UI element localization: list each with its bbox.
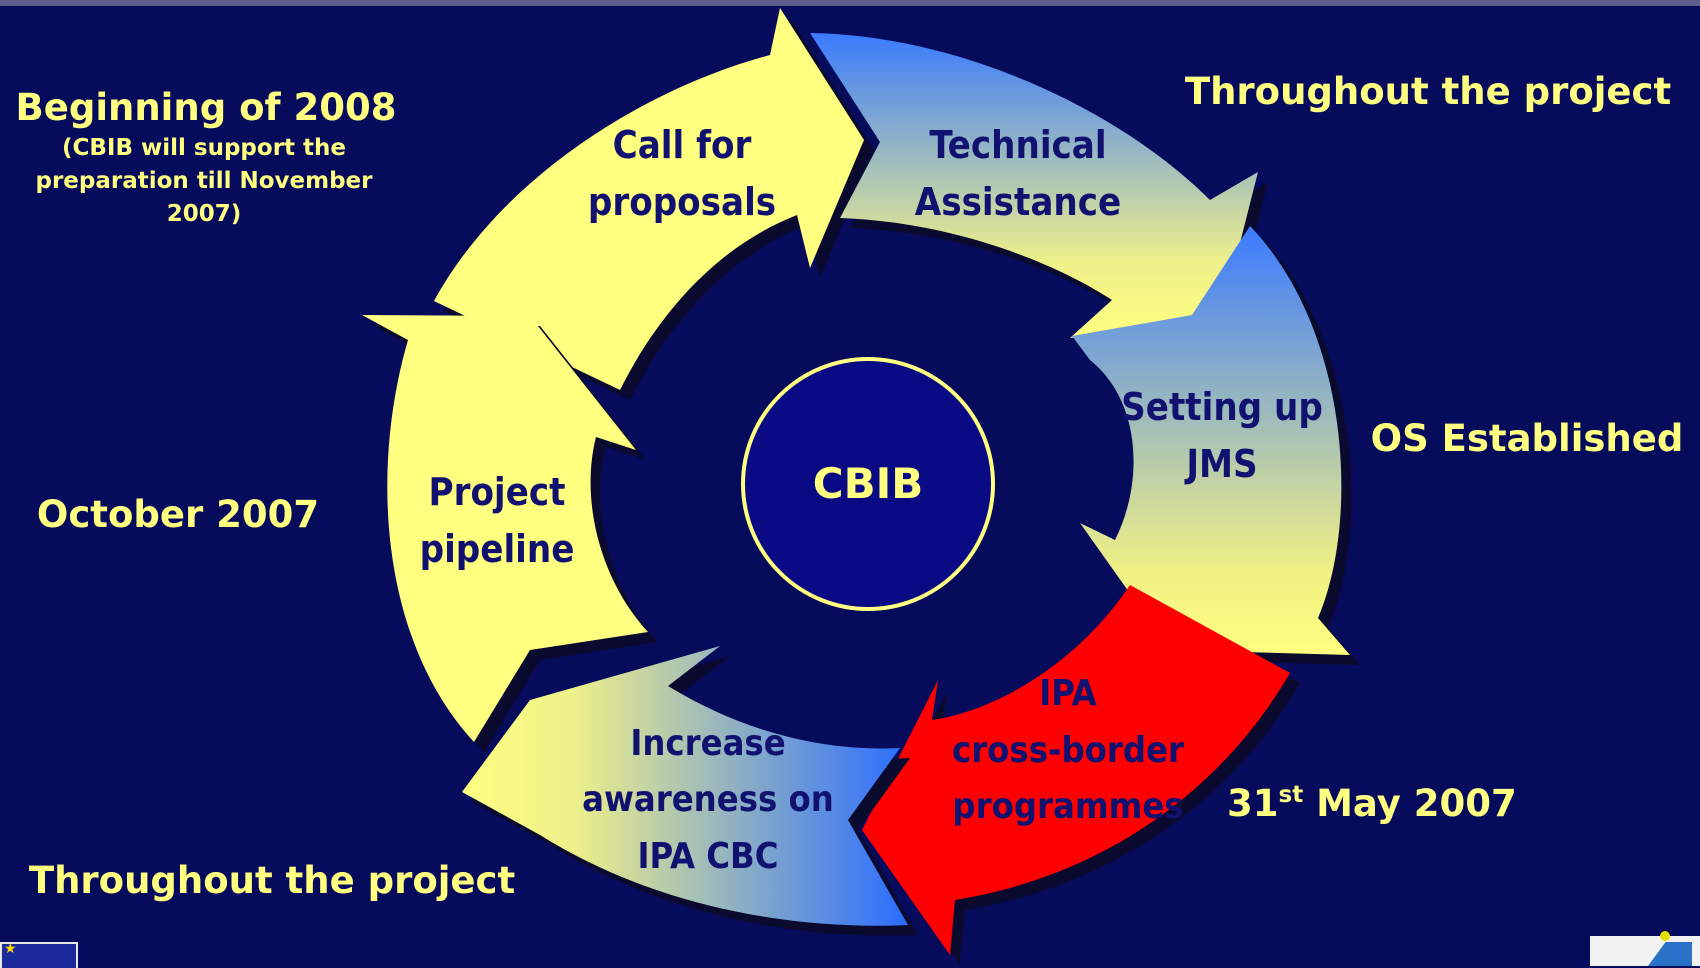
- stage-line: awareness on: [582, 779, 834, 820]
- stage-line: IPA: [1039, 673, 1097, 714]
- stage-line: programmes: [952, 786, 1183, 827]
- arrow-setting-up-jms: [1072, 226, 1360, 665]
- stage-line: cross-border: [952, 730, 1184, 771]
- stage-call-for-proposals: Call for proposals: [588, 123, 776, 224]
- center-circle: [741, 357, 995, 611]
- date-pipeline: October 2007: [37, 493, 319, 536]
- date-ipa: 31st May 2007: [1227, 782, 1517, 825]
- stage-line: Technical: [929, 123, 1106, 167]
- stage-line: proposals: [588, 180, 776, 224]
- date-ipa-day: 31: [1227, 782, 1279, 825]
- arrow-project-pipeline: [362, 315, 658, 752]
- date-call-note-3: 2007): [167, 201, 242, 227]
- stage-line: Increase: [630, 723, 785, 764]
- logo-mark-icon: [1648, 942, 1692, 966]
- stage-line: Setting up: [1121, 385, 1323, 429]
- logo-dot-icon: [1660, 931, 1670, 941]
- date-awareness: Throughout the project: [29, 859, 515, 902]
- date-call-note-2: preparation till November: [36, 168, 374, 194]
- date-call-main: Beginning of 2008: [16, 86, 397, 129]
- stage-increase-awareness: Increase awareness on IPA CBC: [582, 723, 834, 877]
- arrow-call-for-proposals: [434, 8, 874, 400]
- stage-ipa-cross-border: IPA cross-border programmes: [952, 673, 1184, 827]
- arrow-ipa-cross-border: [862, 585, 1300, 965]
- stage-line: Assistance: [915, 180, 1121, 224]
- date-technical: Throughout the project: [1185, 70, 1671, 113]
- stage-line: pipeline: [420, 527, 575, 571]
- date-ipa-rest: May 2007: [1303, 782, 1517, 825]
- date-call-note-1: (CBIB will support the: [62, 135, 346, 161]
- stage-line: Project: [429, 470, 566, 514]
- stage-line: Call for: [613, 123, 752, 167]
- date-ipa-sup: st: [1279, 782, 1304, 808]
- arrow-technical-assistance: [810, 33, 1268, 348]
- stage-line: IPA CBC: [637, 836, 778, 877]
- stage-project-pipeline: Project pipeline: [420, 470, 575, 571]
- center-label: CBIB: [813, 459, 923, 508]
- stage-setting-up-jms: Setting up JMS: [1121, 385, 1323, 486]
- star-icon: ★: [4, 941, 17, 957]
- arrow-increase-awareness: [462, 646, 918, 936]
- date-setting: OS Established: [1371, 417, 1684, 460]
- top-border-line: [0, 0, 1700, 6]
- stage-technical-assistance: Technical Assistance: [915, 123, 1121, 224]
- stage-line: JMS: [1184, 442, 1257, 486]
- eu-flag-logo: ★: [0, 941, 78, 968]
- organisation-logo: [1590, 936, 1700, 966]
